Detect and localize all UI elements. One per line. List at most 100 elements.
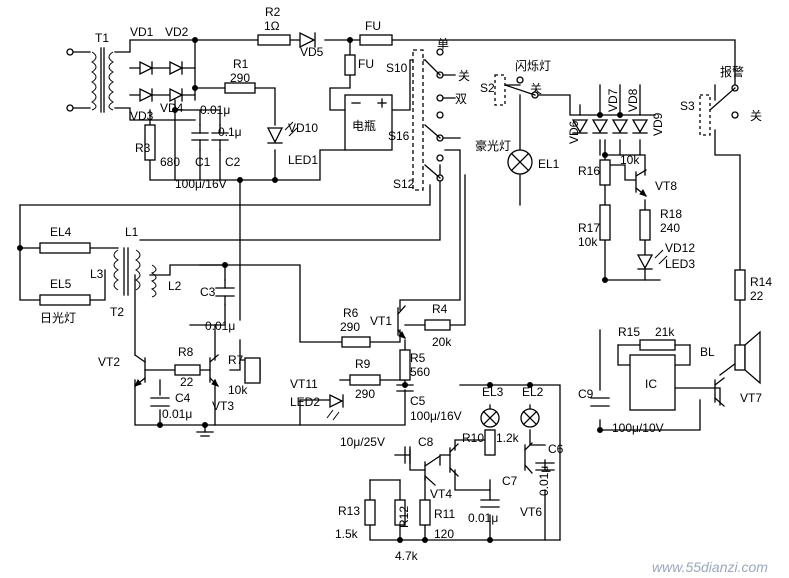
label-single: 单: [437, 37, 449, 51]
label-flash-lamp: 闪烁灯: [515, 59, 551, 73]
label-r17-value: 10k: [578, 235, 598, 249]
label-r8-value: 22: [180, 375, 194, 389]
label-vt4: VT4: [430, 487, 452, 501]
ground-symbol: [196, 431, 214, 437]
label-r16: R16: [578, 164, 600, 178]
label-fu-mid: FU: [358, 57, 374, 71]
label-r14: R14: [750, 275, 772, 289]
lamp-el3: [480, 408, 500, 428]
label-off-1: 关: [458, 69, 470, 83]
label-c2: C2: [225, 155, 241, 169]
label-el3: EL3: [482, 385, 504, 399]
label-r2: R2: [265, 5, 281, 19]
label-c-small: 0.01μ: [200, 103, 230, 117]
label-r1: R1: [233, 57, 249, 71]
label-c1-value: 100μ/16V: [175, 177, 227, 191]
switch-s2: [494, 74, 539, 106]
label-r3-value: 680: [160, 155, 180, 169]
transistor-vt3: [209, 354, 219, 387]
label-vd12: VD12: [665, 241, 695, 255]
label-fu-top: FU: [365, 19, 381, 33]
label-t2: T2: [110, 305, 124, 319]
label-off-2: 关: [530, 82, 542, 96]
transistor-vt1: [397, 305, 406, 339]
label-led3: LED3: [665, 257, 695, 271]
resistor-r10: [484, 429, 496, 456]
label-vt3: VT3: [212, 399, 234, 413]
label-highlight-lamp: 豪光灯: [475, 138, 511, 153]
fuse-top: [359, 34, 393, 46]
capacitor-c3: [215, 279, 235, 306]
label-c6-value: 0.01μ: [537, 466, 551, 496]
label-r2-value: 1Ω: [264, 19, 280, 33]
label-vd1: VD1: [130, 25, 154, 39]
label-c6: C6: [548, 442, 564, 456]
resistor-r8: [174, 364, 201, 376]
lamp-el4: [39, 242, 91, 254]
label-r18-value: 240: [660, 221, 680, 235]
label-c8: C8: [418, 435, 434, 449]
label-l1: L1: [125, 225, 139, 239]
label-vd9: VD9: [651, 112, 665, 136]
resistor-r12: [394, 499, 406, 526]
label-r16-value: 10k: [620, 153, 640, 167]
resistor-r15: [639, 339, 676, 351]
label-r6-value: 290: [340, 320, 360, 334]
led-vt11: [326, 393, 344, 421]
label-vd8: VD8: [626, 88, 640, 112]
label-r6: R6: [343, 306, 359, 320]
label-r13: R13: [338, 504, 360, 518]
label-c4-value: 0.01μ: [162, 407, 192, 421]
label-r12-value: 4.7k: [395, 549, 419, 563]
watermark: www.55dianzi.com: [652, 559, 768, 575]
diode-vd5: [299, 31, 316, 49]
diodes-vd6-vd9: [571, 119, 649, 134]
label-led2: LED2: [290, 395, 320, 409]
label-vt2: VT2: [98, 355, 120, 369]
transistor-vt6: [524, 442, 533, 474]
label-r15: R15: [618, 325, 640, 339]
capacitor-c1: [191, 124, 209, 151]
label-c8-value: 10μ/25V: [340, 435, 385, 449]
label-r11: R11: [434, 507, 455, 521]
label-vt1: VT1: [370, 314, 392, 328]
label-c-small2: 0.1μ: [218, 125, 242, 139]
switch-gang-s10-s16-s12: [412, 48, 461, 191]
transistor-vt2: [134, 354, 146, 387]
capacitor-c9: [590, 397, 610, 407]
lamp-el1: [507, 149, 533, 175]
label-r3: R3: [135, 141, 151, 155]
transformer-t1: [66, 47, 114, 113]
inductor-l1-l3: [113, 247, 141, 296]
lamp-el2: [520, 408, 540, 428]
label-vd4: VD4: [160, 101, 184, 115]
wiring: [19, 39, 741, 541]
transistor-vt8: [635, 169, 647, 197]
label-r1-value: 290: [230, 71, 250, 85]
label-r5-value: 560: [410, 365, 430, 379]
label-el5: EL5: [50, 277, 72, 291]
label-vd6: VD6: [567, 120, 581, 144]
label-s12: S12: [393, 177, 415, 191]
label-s16: S16: [388, 129, 410, 143]
bridge-rectifier: [139, 60, 184, 103]
label-r4-value: 20k: [432, 335, 452, 349]
led-vd10: [266, 121, 298, 144]
label-vt7: VT7: [740, 391, 762, 405]
label-vd7: VD7: [606, 88, 620, 112]
junction-dots: [17, 37, 623, 543]
label-r7-value: 10k: [228, 383, 248, 397]
label-c3: C3: [200, 285, 216, 299]
lamp-el5: [39, 294, 91, 306]
component-labels: T1 VD1 VD2 VD3 VD4 R2 1Ω VD5 FU FU R1 29…: [40, 5, 772, 563]
label-fluorescent: 日光灯: [40, 311, 76, 325]
label-c7: C7: [502, 474, 518, 488]
label-vd5: VD5: [300, 45, 324, 59]
label-el4: EL4: [50, 225, 72, 239]
label-r13-value: 1.5k: [335, 527, 359, 541]
label-c4: C4: [175, 391, 191, 405]
label-vt11: VT11: [290, 377, 318, 391]
label-l2: L2: [168, 279, 182, 293]
resistor-r14: [734, 269, 746, 301]
